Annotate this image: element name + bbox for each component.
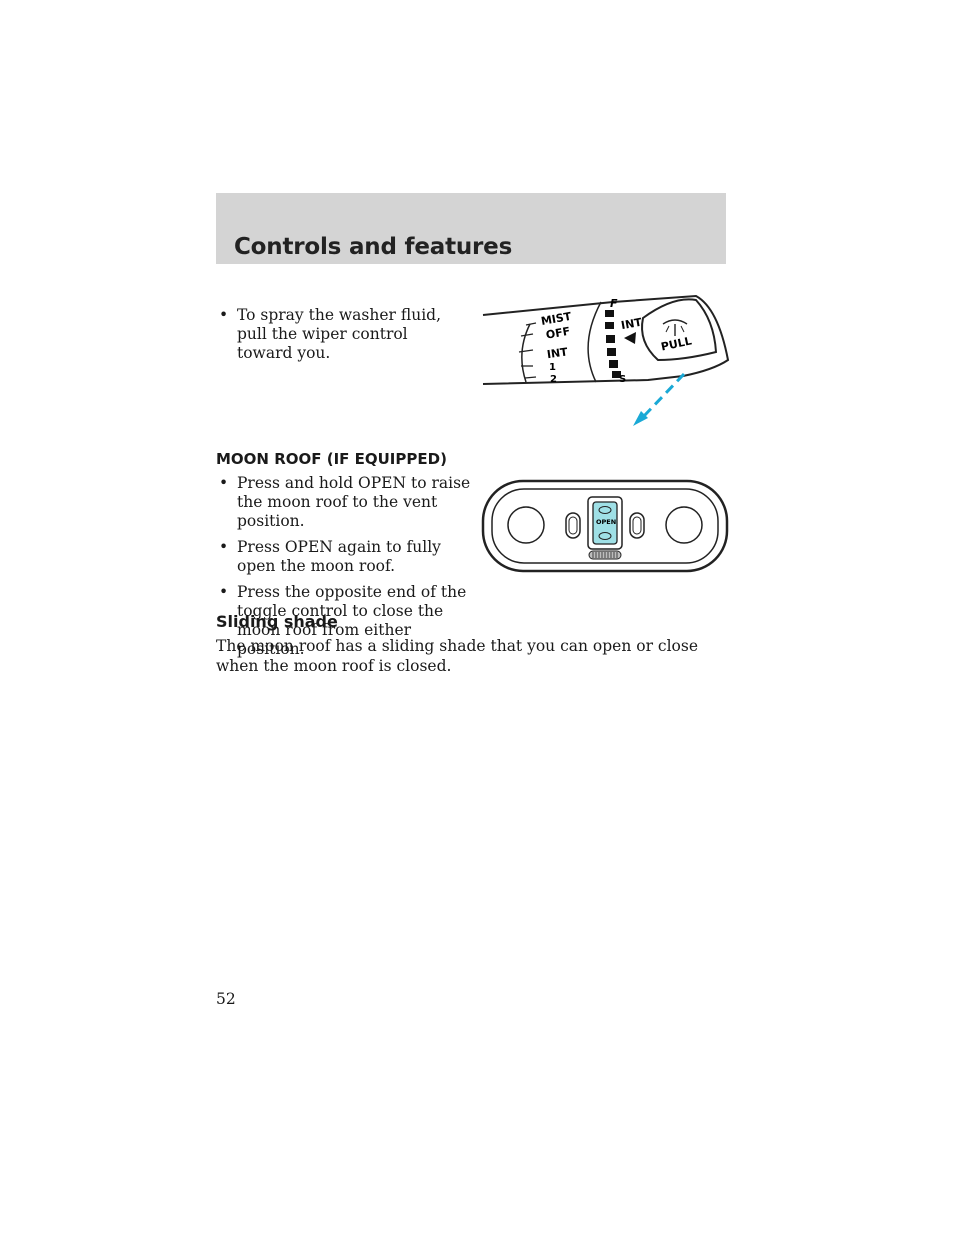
int-right-label: INT: [620, 316, 643, 333]
section-title: Controls and features: [234, 234, 513, 260]
section-header-bar: Controls and features: [216, 193, 726, 264]
pull-direction-arrow: [642, 372, 686, 418]
list-item: Press OPEN again to fully open the moon …: [216, 538, 471, 576]
speed-2-label: 2: [550, 374, 557, 385]
sliding-shade-heading: Sliding shade: [216, 612, 338, 631]
sliding-shade-text: The moon roof has a sliding shade that y…: [216, 637, 699, 675]
speed-blocks: [605, 310, 621, 378]
list-item: Press and hold OPEN to raise the moon ro…: [216, 474, 471, 531]
moon-roof-bullet-list: Press and hold OPEN to raise the moon ro…: [216, 474, 471, 666]
moon-roof-console-diagram: OPEN: [481, 479, 729, 573]
off-label: OFF: [545, 325, 571, 342]
open-label: OPEN: [596, 518, 616, 526]
int-left-label: INT: [546, 345, 569, 361]
moon-roof-heading: MOON ROOF (IF EQUIPPED): [216, 450, 447, 468]
arrow-left-icon: [624, 332, 636, 344]
pull-label: PULL: [660, 334, 693, 353]
map-light-right: [665, 506, 703, 544]
wiper-control-diagram: PULL F S INT MIST OFF INT 1 2: [482, 294, 730, 426]
page-number: 52: [216, 990, 236, 1008]
washer-icon: [662, 319, 688, 336]
wiper-bullet-list: To spray the washer fluid, pull the wipe…: [216, 306, 466, 370]
slow-label: S: [619, 374, 626, 385]
map-light-left: [507, 506, 545, 544]
speed-1-label: 1: [549, 362, 556, 373]
open-toggle-button: [592, 501, 618, 545]
mist-label: MIST: [540, 310, 573, 328]
fast-label: F: [610, 297, 618, 310]
list-item: Press the opposite end of the toggle con…: [216, 583, 471, 659]
list-item: To spray the washer fluid, pull the wipe…: [216, 306, 466, 363]
